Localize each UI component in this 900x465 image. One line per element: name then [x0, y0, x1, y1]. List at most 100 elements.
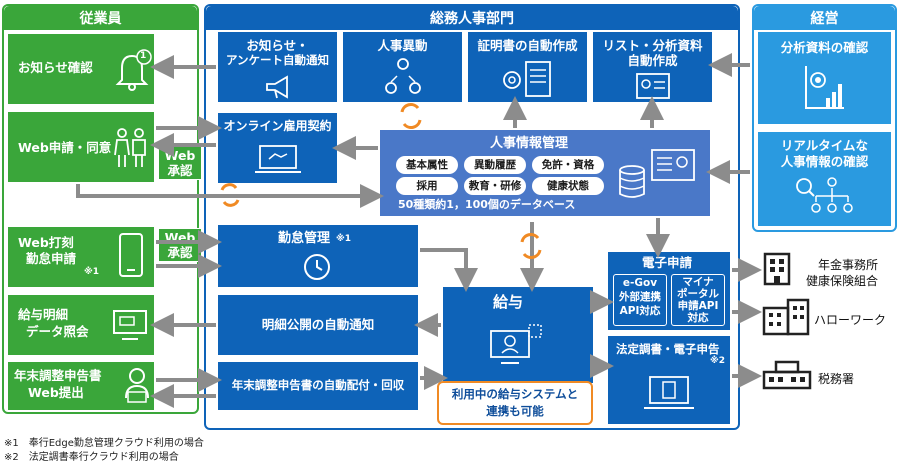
report-box[interactable]: リスト・分析資料 自動作成 — [593, 32, 712, 102]
legal-filing-box[interactable]: 法定調書・電子申告 ※2 — [608, 336, 730, 424]
notice-check-box[interactable]: お知らせ確認 1 — [8, 34, 154, 104]
payroll-box[interactable]: 給与 — [443, 287, 593, 383]
report-label-1: リスト・分析資料 — [602, 38, 703, 53]
person-laptop-icon — [125, 368, 149, 403]
analysis-box[interactable]: 分析資料の確認 — [758, 32, 891, 124]
legal-filing-note: ※2 — [710, 356, 726, 366]
laptop-handshake-icon — [255, 145, 301, 173]
yearend-submit-label-2: Web提出 — [28, 385, 84, 400]
bar-chart-icon — [805, 66, 844, 109]
payroll-integration-note: 利用中の給与システムと 連携も可能 — [437, 381, 593, 425]
web-clock-box[interactable]: Web打刻 勤怠申請 ※1 — [8, 227, 154, 287]
hr-database-title: 人事情報管理 — [490, 136, 569, 151]
realtime-label-1: リアルタイムな — [780, 138, 869, 153]
auto-notice-label-2: アンケート自動通知 — [225, 53, 330, 67]
report-label-2: 自動作成 — [627, 53, 678, 68]
db-tag-license: 免許・資格 — [532, 156, 604, 174]
web-clock-label-2: 勤怠申請 — [26, 251, 77, 266]
people-icon — [114, 128, 146, 167]
hellowork-label: ハローワーク — [814, 313, 887, 327]
e-apply-label: 電子申請 — [642, 255, 693, 270]
transfer-people-icon — [385, 58, 421, 94]
web-apply-label: Web申請・同意 — [18, 140, 112, 155]
management-panel-header: 経営 — [754, 6, 895, 30]
clock-icon — [304, 254, 330, 280]
arrow-employee-to-db — [76, 184, 384, 208]
payslip-notify-box[interactable]: 明細公開の自動通知 — [218, 295, 418, 355]
attendance-note: ※1 — [336, 234, 352, 244]
hr-panel-header: 総務人事部門 — [206, 6, 738, 30]
sync-icon-transfer — [400, 103, 422, 129]
web-approval-label-2b: 承認 — [167, 245, 193, 260]
footnote-1: ※1 奉行Edge勤怠管理クラウド利用の場合 — [4, 438, 204, 449]
document-gear-icon — [503, 61, 551, 97]
egov-label-1: e-Gov — [622, 277, 658, 289]
transfer-box[interactable]: 人事異動 — [343, 32, 462, 102]
payslip-label-2: データ照会 — [26, 324, 89, 339]
hr-database-box[interactable]: 人事情報管理 基本属性 異動履歴 免許・資格 採用 教育・研修 健康状態 50種… — [380, 130, 710, 216]
payslip-notify-label: 明細公開の自動通知 — [261, 317, 375, 332]
realtime-box[interactable]: リアルタイムな 人事情報の確認 — [758, 132, 891, 226]
db-tag-transfer-history: 異動履歴 — [464, 156, 526, 174]
realtime-label-2: 人事情報の確認 — [780, 154, 869, 169]
transfer-label: 人事異動 — [377, 38, 428, 53]
mynaportal-label-3: 申請API — [677, 300, 719, 312]
certificate-label: 証明書の自動作成 — [477, 38, 578, 53]
attendance-label: 勤怠管理 — [278, 231, 331, 246]
pension-office-label-1: 年金事務所 — [818, 258, 879, 272]
payslip-label-1: 給与明細 — [18, 307, 69, 322]
smartphone-icon — [119, 233, 143, 277]
attendance-box[interactable]: 勤怠管理 ※1 — [218, 225, 418, 287]
tax-office-label: 税務署 — [818, 372, 855, 386]
db-tag-basic: 基本属性 — [396, 156, 458, 174]
pension-office-building-icon — [763, 252, 791, 286]
db-tag-recruit: 採用 — [396, 177, 458, 195]
web-apply-box[interactable]: Web申請・同意 — [8, 112, 154, 182]
employee-panel-header: 従業員 — [4, 6, 197, 30]
yearend-submit-box[interactable]: 年末調整申告書 Web提出 — [8, 362, 154, 410]
database-profile-icon — [619, 149, 695, 198]
filing-laptop-icon — [644, 376, 694, 409]
sync-icon-payroll — [520, 233, 542, 259]
payroll-monitor-icon — [490, 324, 542, 364]
footnote-2: ※2 法定調書奉行クラウド利用の場合 — [4, 452, 179, 463]
mynaportal-label-4: 対応 — [687, 312, 709, 324]
mynaportal-badge: マイナ ポータル 申請API 対応 — [671, 274, 725, 326]
yearend-submit-label-1: 年末調整申告書 — [14, 368, 102, 383]
online-contract-label: オンライン雇用契約 — [223, 119, 332, 133]
org-search-icon — [796, 177, 853, 213]
db-tag-training: 教育・研修 — [464, 177, 526, 195]
sync-icon-employee — [220, 183, 240, 207]
web-clock-label-1: Web打刻 — [18, 235, 74, 250]
yearend-dist-box[interactable]: 年末調整申告書の自動配付・回収 — [218, 362, 418, 410]
hr-database-caption: 50種類約1，100個のデータベース — [398, 198, 576, 211]
auto-notice-label-1: お知らせ・ — [246, 38, 309, 53]
payroll-integration-note-1: 利用中の給与システムと — [451, 387, 579, 401]
notice-check-label: お知らせ確認 — [18, 60, 93, 75]
mynaportal-label-1: マイナ — [682, 276, 714, 288]
yearend-dist-label: 年末調整申告書の自動配付・回収 — [231, 378, 405, 392]
db-tag-health: 健康状態 — [532, 177, 604, 195]
egov-label-2: 外部連携 — [619, 291, 661, 303]
pension-office-label-2: 健康保険組合 — [806, 274, 879, 288]
certificate-box[interactable]: 証明書の自動作成 — [468, 32, 587, 102]
monitor-icon — [113, 310, 147, 340]
web-clock-note: ※1 — [84, 267, 100, 277]
legal-filing-label: 法定調書・電子申告 — [616, 342, 720, 356]
hellowork-building-icon — [762, 298, 810, 336]
auto-notice-box[interactable]: お知らせ・ アンケート自動通知 — [218, 32, 337, 102]
payroll-integration-note-2: 連携も可能 — [486, 404, 544, 418]
megaphone-icon — [266, 75, 288, 99]
online-contract-box[interactable]: オンライン雇用契約 — [218, 113, 337, 183]
tax-office-building-icon — [762, 360, 812, 390]
analysis-label: 分析資料の確認 — [780, 40, 869, 55]
notification-count-badge: 1 — [140, 51, 147, 61]
egov-label-3: API対応 — [619, 305, 661, 317]
arrow-attendance-to-payroll — [420, 248, 478, 292]
payslip-box[interactable]: 給与明細 データ照会 — [8, 295, 154, 355]
payroll-label: 給与 — [493, 293, 524, 311]
web-approval-box-2[interactable]: Web 承認 — [158, 228, 202, 262]
web-approval-label-1b: 承認 — [167, 163, 193, 178]
mynaportal-label-2: ポータル — [677, 288, 719, 300]
